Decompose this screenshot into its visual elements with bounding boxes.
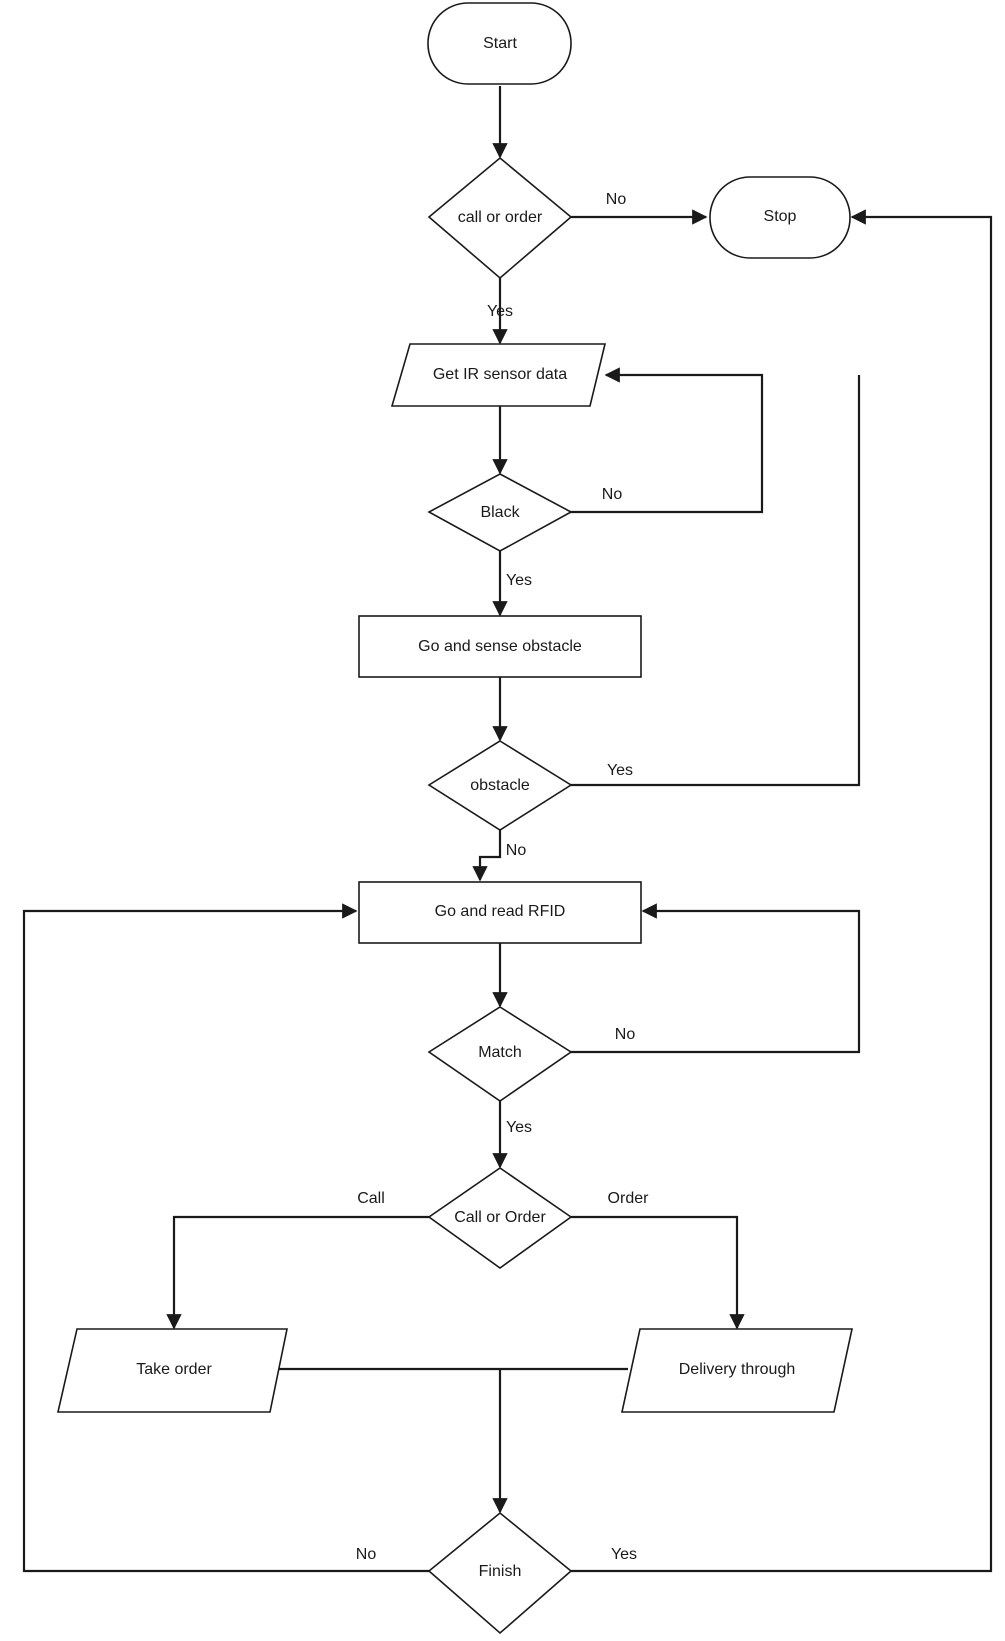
edge-label-decision-order: Order — [608, 1190, 650, 1207]
edge-label-black-yes: Yes — [506, 572, 532, 589]
edge-black-no-loop — [570, 367, 764, 514]
edge-label-obstacle-no: No — [506, 842, 527, 859]
edge-label-obstacle-yes: Yes — [607, 762, 633, 779]
finish-label: Finish — [479, 1563, 522, 1580]
go-and-read-rfid-process: Go and read RFID — [358, 881, 642, 944]
edge-decision-order — [570, 1215, 745, 1330]
black-decision: Black — [427, 473, 573, 552]
edge-labels: No Yes No Yes Yes No No Yes Call Order N… — [356, 191, 649, 1563]
call-or-order-check-decision: call or order — [427, 156, 573, 280]
edge-finish-yes — [570, 209, 993, 1573]
edge-label-black-no: No — [602, 486, 623, 503]
edge-label-check-yes: Yes — [487, 303, 513, 320]
connectors — [22, 86, 993, 1573]
call-or-order-check-label: call or order — [458, 209, 543, 226]
edge-label-match-yes: Yes — [506, 1119, 532, 1136]
start-label: Start — [483, 35, 517, 52]
black-label: Black — [480, 504, 520, 521]
edge-label-match-no: No — [615, 1026, 636, 1043]
call-or-order-decision: Call or Order — [427, 1167, 573, 1269]
delivery-through-label: Delivery through — [679, 1361, 796, 1378]
obstacle-decision: obstacle — [427, 740, 573, 831]
stop-terminal: Stop — [709, 176, 851, 259]
edge-label-check-no: No — [606, 191, 627, 208]
take-order-label: Take order — [136, 1361, 212, 1378]
edge-obstacle-no — [472, 830, 502, 882]
go-and-sense-obstacle-label: Go and sense obstacle — [418, 638, 582, 655]
edge-decision-call — [166, 1215, 430, 1330]
edge-label-finish-yes: Yes — [611, 1546, 637, 1563]
edge-match-no-loop — [570, 903, 861, 1054]
match-label: Match — [478, 1044, 522, 1061]
get-ir-sensor-data-label: Get IR sensor data — [433, 366, 567, 383]
obstacle-label: obstacle — [470, 777, 530, 794]
start-terminal: Start — [427, 2, 572, 85]
edge-label-finish-no: No — [356, 1546, 377, 1563]
edge-label-decision-call: Call — [357, 1190, 385, 1207]
take-order-io: Take order — [56, 1328, 288, 1413]
call-or-order-decision-label: Call or Order — [454, 1209, 546, 1226]
get-ir-sensor-data-io: Get IR sensor data — [390, 343, 607, 407]
stop-label: Stop — [764, 208, 797, 225]
edge-obstacle-yes-loop — [570, 375, 861, 787]
go-and-sense-obstacle-process: Go and sense obstacle — [358, 615, 642, 678]
go-and-read-rfid-label: Go and read RFID — [435, 903, 566, 920]
delivery-through-io: Delivery through — [621, 1328, 853, 1413]
edge-finish-no — [22, 903, 430, 1573]
finish-decision: Finish — [427, 1511, 573, 1635]
match-decision: Match — [427, 1006, 573, 1102]
